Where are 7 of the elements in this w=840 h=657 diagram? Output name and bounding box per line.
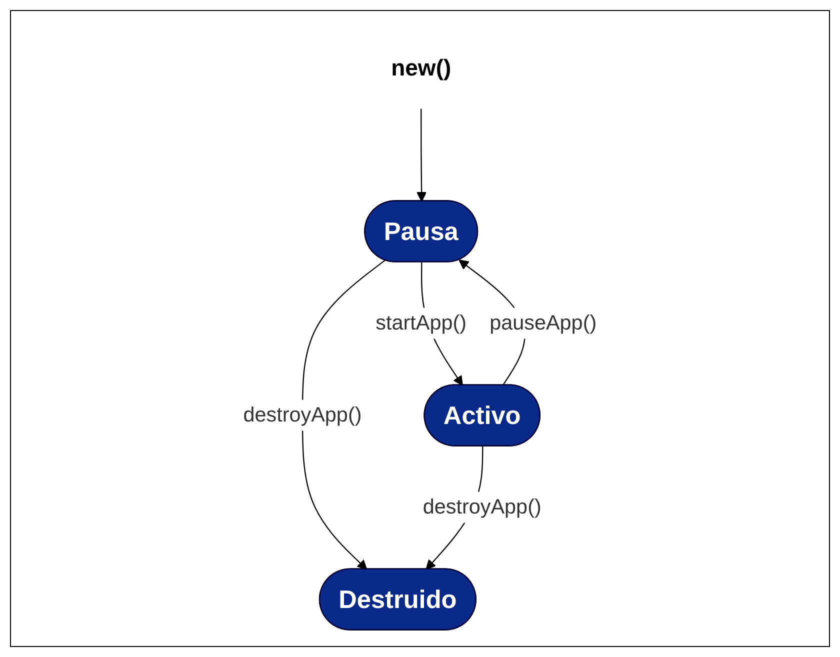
edge-label: pauseApp() bbox=[490, 310, 597, 334]
arrow bbox=[302, 259, 386, 570]
edge-label: destroyApp() bbox=[243, 402, 362, 426]
edge-label: startApp() bbox=[376, 310, 467, 334]
edge-label: destroyApp() bbox=[422, 494, 542, 518]
arrow bbox=[416, 108, 427, 202]
node-text: new() bbox=[391, 55, 452, 81]
